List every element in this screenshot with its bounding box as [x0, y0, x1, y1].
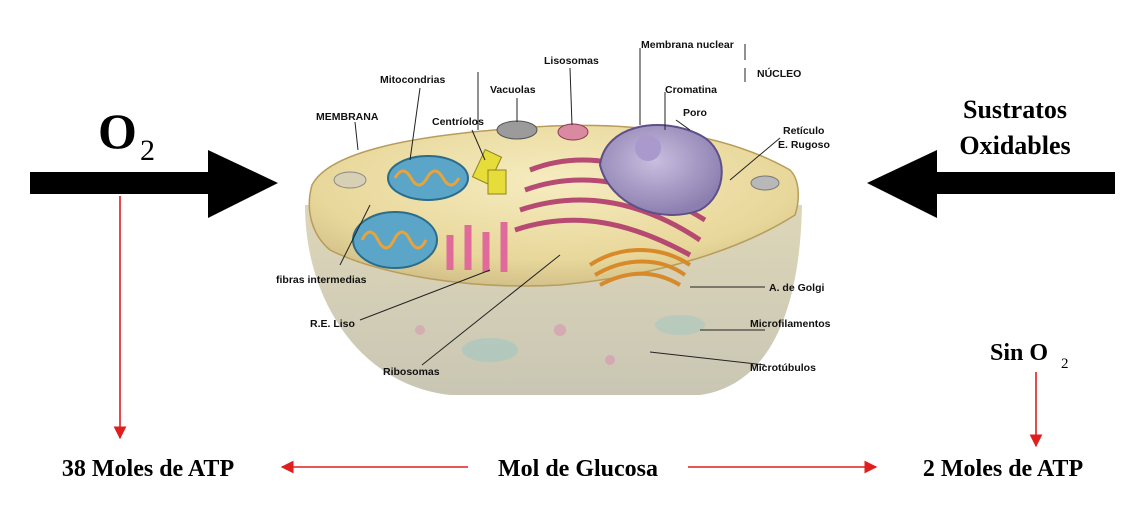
label-centriolos: Centríolos	[432, 116, 484, 128]
substrates-label: Sustratos Oxidables	[959, 95, 1070, 160]
label-poro: Poro	[683, 107, 707, 119]
substrates-arrow	[867, 150, 1115, 218]
label-ribosomas: Ribosomas	[383, 366, 440, 378]
label-reticulo-1: Retículo	[783, 125, 824, 137]
label-reticulo-2: E. Rugoso	[778, 139, 830, 151]
oxygen-sub: 2	[140, 134, 155, 167]
label-golgi: A. de Golgi	[769, 282, 825, 294]
label-lisosomas: Lisosomas	[544, 55, 599, 67]
glucose-label: Mol de Glucosa	[498, 456, 658, 482]
anaerobic-yield: 2 Moles de ATP	[923, 456, 1083, 482]
oxygen-base: O	[98, 103, 137, 159]
label-re-liso: R.E. Liso	[310, 318, 355, 330]
label-microfilamentos: Microfilamentos	[750, 318, 831, 330]
label-microtubulos: Microtúbulos	[750, 362, 816, 374]
no-oxygen-label: Sin O 2	[990, 340, 1069, 372]
label-membrana: MEMBRANA	[316, 111, 379, 123]
no-oxygen-text: Sin O	[990, 340, 1048, 366]
oxygen-label: O 2	[98, 103, 155, 167]
animal-cell-illustration	[305, 121, 802, 395]
aerobic-yield: 38 Moles de ATP	[62, 456, 234, 482]
label-vacuolas: Vacuolas	[490, 84, 536, 96]
substrates-line2: Oxidables	[959, 131, 1070, 160]
label-membrana-nuclear: Membrana nuclear	[641, 39, 734, 51]
label-cromatina: Cromatina	[665, 84, 717, 96]
label-nucleo: NÚCLEO	[757, 67, 801, 80]
substrates-line1: Sustratos	[963, 95, 1067, 124]
no-oxygen-sub: 2	[1061, 356, 1069, 372]
label-fibras-intermedias: fibras intermedias	[276, 274, 367, 286]
label-mitocondrias: Mitocondrias	[380, 74, 445, 86]
